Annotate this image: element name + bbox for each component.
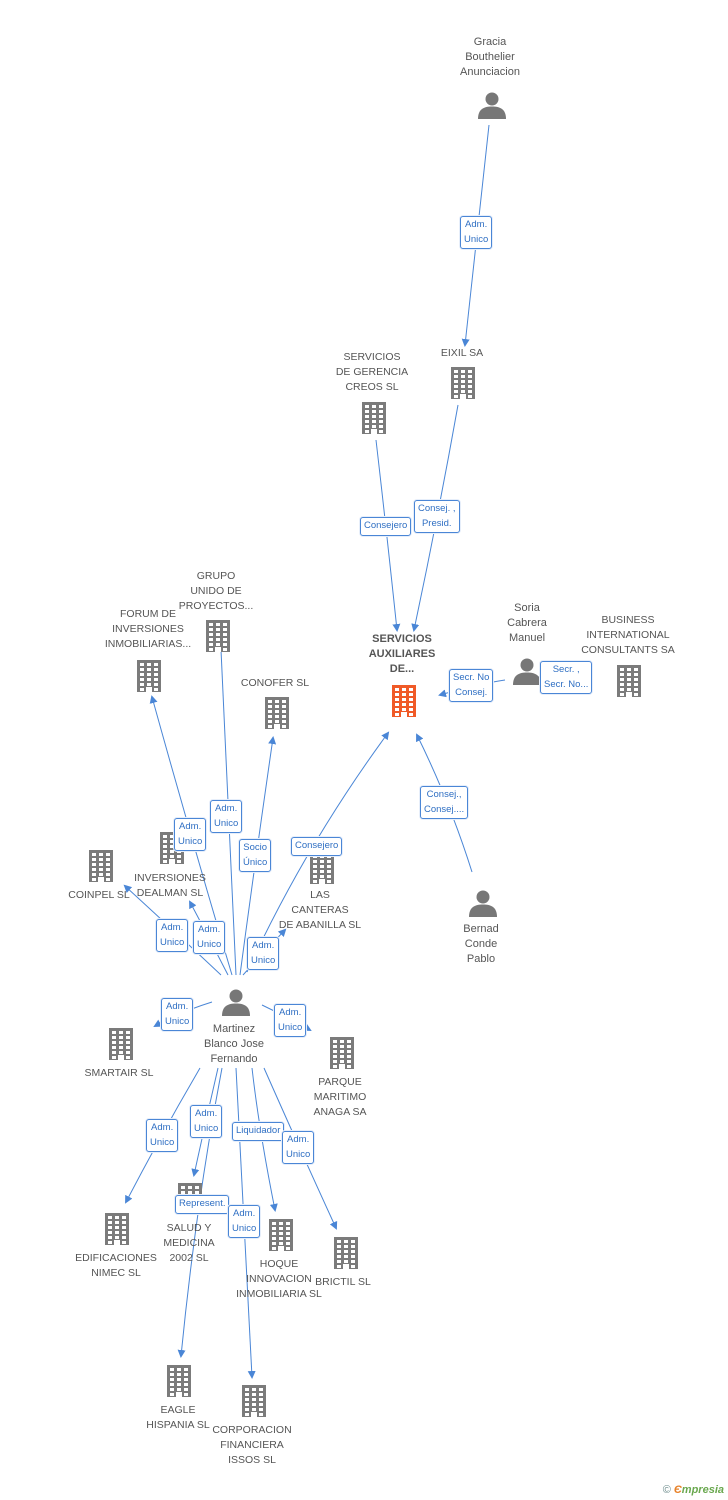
edge-label-martinez-corporacion[interactable]: Adm. Unico	[228, 1205, 261, 1238]
edge-label-martinez-dealman[interactable]: Adm. Unico	[193, 921, 226, 954]
edge-label-gracia-eixil[interactable]: Adm. Unico	[460, 216, 493, 249]
edge-label-martinez-parque[interactable]: Adm. Unico	[274, 1004, 307, 1037]
edge-label-eixil-main[interactable]: Consej. , Presid.	[414, 500, 460, 533]
node-label-business[interactable]: BUSINESS INTERNATIONAL CONSULTANTS SA	[581, 614, 675, 656]
building-icon[interactable]	[106, 1026, 136, 1067]
edge-label-martinez-brictil[interactable]: Adm. Unico	[282, 1131, 315, 1164]
edge-label-martinez-canteras[interactable]: Adm. Unico	[247, 937, 280, 970]
node-label-dealman[interactable]: INVERSIONES DEALMAN SL	[134, 872, 206, 899]
building-icon[interactable]	[448, 365, 478, 406]
node-label-creos[interactable]: SERVICIOS DE GERENCIA CREOS SL	[335, 351, 409, 393]
edge-label-soria-business[interactable]: Secr. , Secr. No...	[540, 661, 593, 694]
edge-label-martinez-main[interactable]: Consejero	[291, 837, 343, 856]
node-label-salud[interactable]: SALUD Y MEDICINA 2002 SL	[163, 1222, 215, 1264]
edge-label-bernad-main[interactable]: Consej., Consej....	[420, 786, 469, 819]
building-icon[interactable]	[262, 695, 292, 736]
edge-label-creos-main[interactable]: Consejero	[360, 517, 412, 536]
building-icon[interactable]	[331, 1235, 361, 1276]
edge-label-martinez-forum[interactable]: Adm. Unico	[174, 818, 207, 851]
node-label-nimec[interactable]: EDIFICACIONES NIMEC SL	[75, 1252, 157, 1279]
node-label-canteras[interactable]: LAS CANTERAS DE ABANILLA SL	[278, 889, 362, 931]
copyright-icon: ©	[662, 1484, 671, 1496]
node-label-parque[interactable]: PARQUE MARITIMO ANAGA SA	[313, 1076, 367, 1118]
building-icon[interactable]	[203, 618, 233, 659]
node-label-smartair[interactable]: SMARTAIR SL	[84, 1067, 154, 1079]
node-label-martinez[interactable]: Martinez Blanco Jose Fernando	[204, 1023, 264, 1065]
building-icon[interactable]	[327, 1035, 357, 1076]
node-label-corporacion[interactable]: CORPORACION FINANCIERA ISSOS SL	[212, 1424, 292, 1466]
footer-brand: © Єmpresia	[663, 1484, 724, 1496]
node-label-hoque[interactable]: HOQUE INNOVACION INMOBILIARIA SL	[236, 1258, 322, 1300]
building-icon[interactable]	[266, 1217, 296, 1258]
node-label-brictil[interactable]: BRICTIL SL	[315, 1276, 371, 1288]
edge-label-martinez-coinpel[interactable]: Adm. Unico	[156, 919, 189, 952]
building-icon[interactable]	[239, 1383, 269, 1424]
edge-label-martinez-nimec[interactable]: Adm. Unico	[146, 1119, 179, 1152]
edge-label-martinez-grupo[interactable]: Adm. Unico	[210, 800, 243, 833]
edge-label-martinez-conofer[interactable]: Socio Único	[239, 839, 272, 872]
building-icon[interactable]	[164, 1363, 194, 1404]
node-label-bernad[interactable]: Bernad Conde Pablo	[463, 923, 499, 965]
node-label-forum[interactable]: FORUM DE INVERSIONES INMOBILIARIAS...	[104, 608, 192, 650]
node-label-grupo[interactable]: GRUPO UNIDO DE PROYECTOS...	[178, 570, 254, 612]
node-label-eixil[interactable]: EIXIL SA	[440, 347, 484, 359]
building-icon[interactable]	[389, 683, 419, 724]
building-icon[interactable]	[359, 400, 389, 441]
building-icon[interactable]	[134, 658, 164, 699]
node-label-soria[interactable]: Soria Cabrera Manuel	[507, 602, 547, 644]
node-label-main[interactable]: SERVICIOS AUXILIARES DE...	[368, 633, 436, 675]
edge-label-soria-main[interactable]: Secr. No Consej.	[449, 669, 494, 702]
person-icon[interactable]	[221, 987, 251, 1022]
person-icon[interactable]	[512, 656, 542, 691]
person-icon[interactable]	[477, 90, 507, 125]
edge-label-martinez-eagle[interactable]: Represent.	[175, 1195, 230, 1214]
empresia-logo: Єmpresia	[673, 1484, 724, 1496]
building-icon[interactable]	[102, 1211, 132, 1252]
edge-label-martinez-salud[interactable]: Adm. Unico	[190, 1105, 223, 1138]
edge-label-martinez-smartair[interactable]: Adm. Unico	[161, 998, 194, 1031]
node-label-coinpel[interactable]: COINPEL SL	[68, 889, 130, 901]
node-label-eagle[interactable]: EAGLE HISPANIA SL	[146, 1404, 210, 1431]
building-icon[interactable]	[614, 663, 644, 704]
edge-label-martinez-hoque[interactable]: Liquidador	[232, 1122, 285, 1141]
person-icon[interactable]	[468, 888, 498, 923]
node-label-conofer[interactable]: CONOFER SL	[240, 677, 310, 689]
node-label-gracia[interactable]: Gracia Bouthelier Anunciacion	[460, 36, 520, 78]
building-icon[interactable]	[307, 850, 337, 891]
building-icon[interactable]	[86, 848, 116, 889]
